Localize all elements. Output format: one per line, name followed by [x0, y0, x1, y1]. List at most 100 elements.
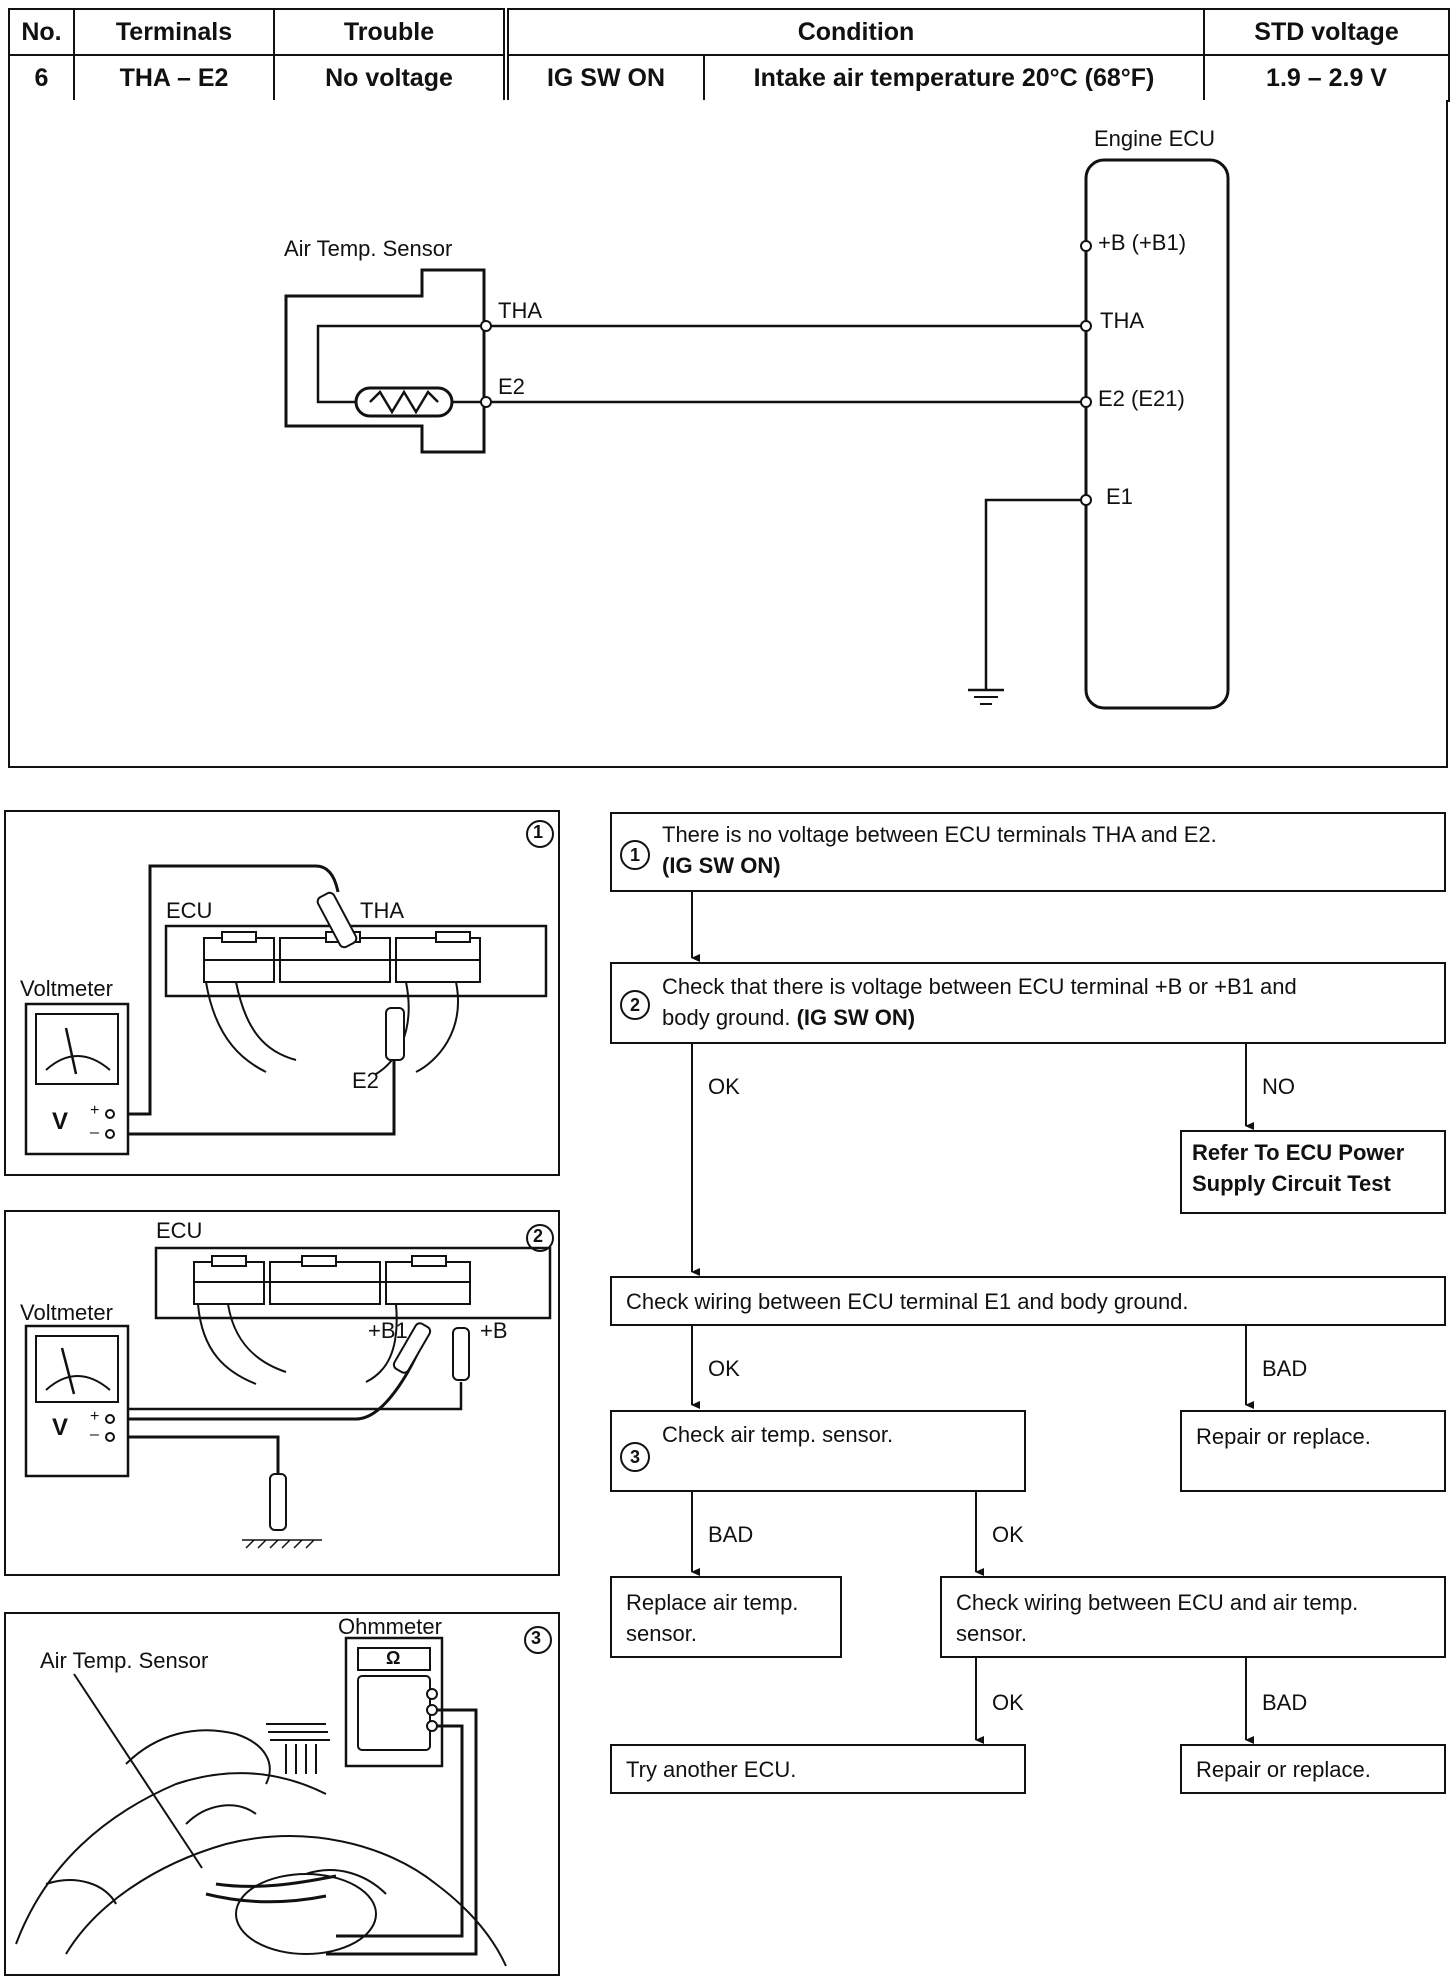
illus-3-number: 3: [531, 1628, 542, 1648]
cell-trouble: No voltage: [273, 54, 507, 102]
cell-condition-temp: Intake air temperature 20°C (68°F): [702, 54, 1206, 102]
illus-2-minus: –: [90, 1426, 99, 1443]
step-2-number: 2: [620, 990, 650, 1020]
wire-e1: [984, 498, 1086, 690]
ohmmeter-icon: [344, 1636, 444, 1768]
header-no: No.: [8, 8, 75, 56]
illus-1-v-label: V: [52, 1108, 69, 1135]
ecu-b-label: +B (+B1): [1098, 230, 1187, 255]
repair-2-text: Repair or replace.: [1196, 1757, 1371, 1782]
try-ecu-text: Try another ECU.: [626, 1757, 797, 1782]
ground-hatch-icon: [242, 1539, 322, 1549]
check-e1-text: Check wiring between ECU terminal E1 and…: [626, 1289, 1189, 1314]
step-3-text: Check air temp. sensor.: [662, 1422, 894, 1447]
illus-3-ohmmeter-label: Ohmmeter: [338, 1614, 442, 1639]
sensor-e2-label: E2: [498, 374, 525, 399]
illus-1-e2-label: E2: [352, 1068, 379, 1093]
table-row: 6 THA – E2 No voltage IG SW ON Intake ai…: [8, 54, 1451, 102]
illus-2-voltmeter-label: Voltmeter: [20, 1300, 113, 1325]
cell-terminals: THA – E2: [73, 54, 275, 102]
ecu-connector: [164, 924, 548, 998]
flow-replace-sensor: Replace air temp. sensor.: [610, 1576, 842, 1658]
flow-check-wiring: Check wiring between ECU and air temp. s…: [940, 1576, 1446, 1658]
ok-label-3: OK: [992, 1522, 1024, 1547]
ok-label-1: OK: [708, 1074, 740, 1099]
table-header-row: No. Terminals Trouble Condition STD volt…: [8, 8, 1451, 56]
repair-1-text: Repair or replace.: [1196, 1424, 1371, 1449]
header-trouble: Trouble: [273, 8, 507, 56]
illus-1-plus: +: [90, 1102, 100, 1119]
sensor-title: Air Temp. Sensor: [284, 236, 453, 261]
no-label-1: NO: [1262, 1074, 1295, 1099]
illustration-3-drawing: [15, 1626, 552, 1967]
spec-table: No. Terminals Trouble Condition STD volt…: [8, 8, 1451, 102]
illustration-2-panel: 2 ECU Voltmeter +B1 +B V + –: [4, 1210, 560, 1576]
step-2-text-line-2: body ground.: [662, 1004, 791, 1030]
illus-1-minus: –: [90, 1124, 99, 1141]
power-ref-line-2: Supply Circuit Test: [1192, 1170, 1391, 1196]
flow-repair-2: Repair or replace.: [1180, 1744, 1446, 1794]
circuit-wiring: [284, 158, 1230, 710]
flow-check-e1: Check wiring between ECU terminal E1 and…: [610, 1276, 1446, 1326]
illus-2-v-label: V: [52, 1414, 69, 1441]
power-ref-line-1: Refer To ECU Power: [1192, 1140, 1405, 1165]
header-terminals: Terminals: [73, 8, 275, 56]
illustration-1-panel: 1 ECU THA Voltmeter E2 V + –: [4, 810, 560, 1176]
step-2-condition: (IG SW ON): [796, 1004, 916, 1030]
ecu-e1-label: E1: [1106, 484, 1133, 509]
probe-b: [452, 1327, 470, 1381]
replace-line-1: Replace air temp.: [626, 1590, 799, 1615]
illus-1-voltmeter-label: Voltmeter: [20, 976, 113, 1001]
step-2-text-line-1: Check that there is voltage between ECU …: [662, 974, 1297, 999]
step-3-number: 3: [620, 1442, 650, 1472]
flow-step-2: 2 Check that there is voltage between EC…: [610, 962, 1446, 1044]
probe-b1: [392, 1322, 432, 1374]
replace-line-2: sensor.: [626, 1620, 697, 1646]
illus-2-b-label: +B: [480, 1318, 508, 1343]
illus-2-ecu-label: ECU: [156, 1218, 203, 1243]
flow-repair-1: Repair or replace.: [1180, 1410, 1446, 1492]
header-condition: Condition: [502, 8, 1206, 56]
illustration-2-drawing: [24, 1224, 554, 1549]
illus-2-number: 2: [533, 1226, 544, 1246]
illustration-1-drawing: [24, 820, 554, 1156]
flow-power-ref: Refer To ECU Power Supply Circuit Test: [1180, 1130, 1446, 1214]
sensor-body: [284, 268, 486, 454]
flow-step-3: 3 Check air temp. sensor.: [610, 1410, 1026, 1492]
flow-try-ecu: Try another ECU.: [610, 1744, 1026, 1794]
step-1-condition: (IG SW ON): [662, 852, 781, 878]
ok-label-4: OK: [992, 1690, 1024, 1715]
probe-ground: [269, 1473, 287, 1531]
ecu-title: Engine ECU: [1094, 126, 1216, 151]
probe-tha: [316, 891, 358, 949]
bad-label-3: BAD: [708, 1522, 754, 1547]
illus-1-number: 1: [533, 822, 544, 842]
ecu-e2-label: E2 (E21): [1098, 386, 1185, 411]
illus-1-tha-label: THA: [360, 898, 404, 923]
header-std-voltage: STD voltage: [1203, 8, 1451, 56]
ecu-tha-label: THA: [1100, 308, 1144, 333]
check-wiring-line-1: Check wiring between ECU and air temp.: [956, 1590, 1359, 1615]
circuit-diagram-panel: Air Temp. Sensor THA E2 Engine ECU +B (+…: [8, 100, 1448, 768]
bad-label-2: BAD: [1262, 1356, 1308, 1381]
engine-bay-sketch: [15, 1723, 507, 1967]
ecu-connector: [154, 1246, 552, 1320]
ecu-box: [1084, 158, 1230, 710]
cell-std-voltage: 1.9 – 2.9 V: [1203, 54, 1451, 102]
step-1-text: There is no voltage between ECU terminal…: [662, 822, 1217, 847]
illus-3-sensor-label: Air Temp. Sensor: [40, 1648, 209, 1673]
illus-1-ecu-label: ECU: [166, 898, 213, 923]
check-wiring-line-2: sensor.: [956, 1620, 1027, 1646]
illustration-3-panel: 3 Ohmmeter Air Temp. Sensor Ω: [4, 1612, 560, 1976]
ground-icon: [968, 688, 1004, 705]
voltmeter-icon: [24, 1002, 130, 1156]
bad-label-4: BAD: [1262, 1690, 1308, 1715]
cell-condition-ig: IG SW ON: [503, 54, 705, 102]
ok-label-2: OK: [708, 1356, 740, 1381]
flow-step-1: 1 There is no voltage between ECU termin…: [610, 812, 1446, 892]
illus-2-b1-label: +B1: [368, 1318, 408, 1343]
illus-3-omega: Ω: [386, 1648, 401, 1668]
probe-e2: [385, 1007, 405, 1061]
cell-no: 6: [8, 54, 75, 102]
